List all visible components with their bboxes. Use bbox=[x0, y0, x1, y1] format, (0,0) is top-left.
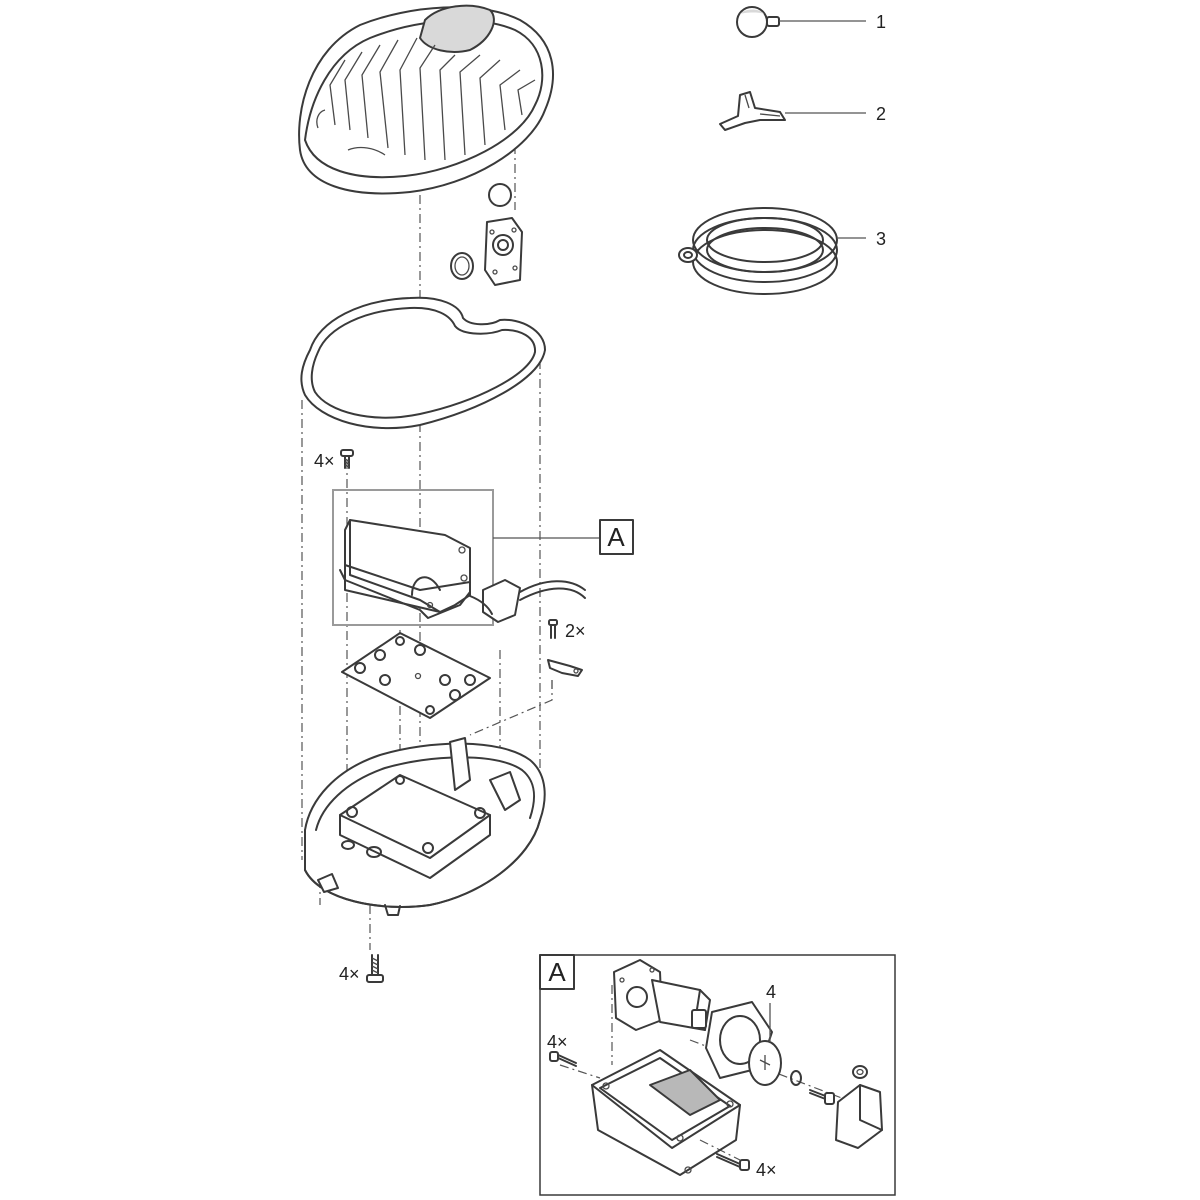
detail-bottom-screws-qty: 4× bbox=[756, 1160, 777, 1180]
bottom-screws-qty: 4× bbox=[339, 964, 360, 984]
gasket bbox=[300, 296, 546, 430]
cable-clip bbox=[547, 619, 583, 677]
detail-left-screws-qty: 4× bbox=[547, 1032, 568, 1052]
detail-frame bbox=[332, 489, 494, 626]
bottom-screw bbox=[366, 954, 384, 983]
base-housing bbox=[304, 737, 546, 916]
callout-4: 4 bbox=[766, 982, 776, 1002]
damping-mat bbox=[341, 632, 491, 719]
detail-a-parts bbox=[549, 959, 883, 1176]
top-screw bbox=[340, 449, 354, 469]
callout-3: 3 bbox=[876, 229, 886, 249]
callout-2: 2 bbox=[876, 104, 886, 124]
detail-ref-label: A bbox=[607, 522, 625, 552]
air-stone bbox=[736, 6, 866, 38]
detail-ref-box bbox=[599, 519, 634, 555]
clip-screws-qty: 2× bbox=[565, 621, 586, 641]
pump-module bbox=[339, 519, 586, 623]
y-connector bbox=[719, 91, 866, 131]
top-cover bbox=[298, 4, 554, 195]
valve-parts bbox=[450, 183, 523, 286]
hose-coil bbox=[678, 207, 866, 295]
detail-a-frame bbox=[539, 954, 896, 1196]
callout-1: 1 bbox=[876, 12, 886, 32]
top-screws-qty: 4× bbox=[314, 451, 335, 471]
detail-a-title: A bbox=[548, 957, 566, 987]
detail-a-title-box bbox=[539, 954, 575, 990]
